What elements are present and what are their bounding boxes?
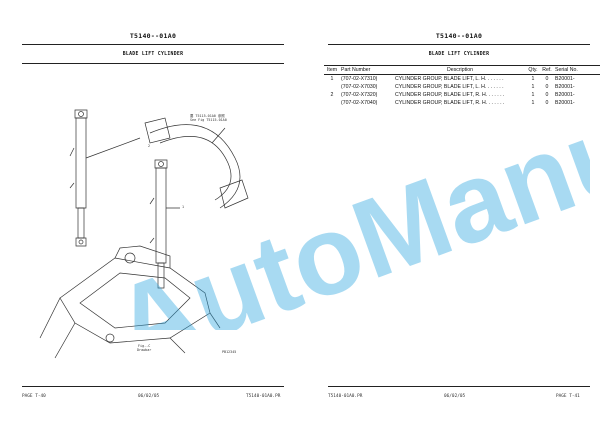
qty: 1 (531, 92, 535, 99)
drawbar-label: Drawbar (137, 348, 152, 353)
serial-no: B20001- (555, 75, 575, 82)
callout-item-2: 2 (148, 144, 151, 148)
left-page: T5140--01A0 BLADE LIFT CYLINDER (22, 32, 284, 399)
item-no (324, 83, 340, 91)
fig-label: Fig--C (138, 344, 151, 348)
col-ref: Ref. (540, 65, 554, 75)
leader-dots: . . . . . . (487, 83, 504, 90)
item-no (324, 99, 340, 107)
table-row: (707-02-X7040) CYLINDER GROUP, BLADE LIF… (324, 99, 600, 107)
right-page: T5140--01A0 BLADE LIFT CYLINDER Item Par… (306, 0, 612, 432)
item-no: 1 (330, 75, 334, 82)
drawing-number: PB12345 (222, 350, 237, 354)
qty: 1 (531, 83, 535, 90)
ref: 0 (545, 83, 549, 90)
leader-dots: . . . . . . (488, 92, 505, 99)
serial-no: B20001- (555, 100, 575, 107)
col-serial: Serial No. (554, 65, 600, 75)
leader-dots: . . . . . . (488, 100, 505, 107)
page-header: T5140--01A0 (129, 32, 177, 40)
table-row: (707-02-X7030) CYLINDER GROUP, BLADE LIF… (324, 83, 600, 91)
col-qty: Qty. (526, 65, 540, 75)
description: CYLINDER GROUP, BLADE LIFT, R. H. . . . … (394, 99, 526, 107)
header-rule (328, 44, 590, 45)
leader-dots: . . . . . . (487, 75, 504, 82)
ref: 0 (545, 100, 549, 107)
parts-table: Item Part Number Description Qty. Ref. S… (324, 65, 600, 107)
parts-table-header: Item Part Number Description Qty. Ref. S… (324, 65, 600, 75)
part-number: (707-02-X7030) (341, 83, 378, 90)
col-description: Description (394, 65, 526, 75)
footer-file: T5140-01A0.PR (328, 394, 363, 399)
description-text: CYLINDER GROUP, BLADE LIFT, L. H. (395, 83, 487, 90)
page-header: T5140--01A0 (435, 32, 483, 40)
section-title: BLADE LIFT CYLINDER (122, 52, 184, 57)
footer-date: 06/02/05 (138, 394, 160, 399)
footer-file: T5140-01A0.PR (246, 394, 281, 399)
see-fig-reference: 要 T5115-01A0 参照 See Fig T5115-01A0 (190, 114, 227, 122)
col-part-number: Part Number (340, 65, 394, 75)
description-text: CYLINDER GROUP, BLADE LIFT, L. H. (395, 75, 487, 82)
part-number: (707-02-X7310) (341, 75, 378, 82)
qty: 1 (531, 100, 535, 107)
table-row: 2 (707-02-X7320) CYLINDER GROUP, BLADE L… (324, 91, 600, 99)
serial-no: B20001- (555, 83, 575, 90)
item-no: 2 (330, 92, 334, 99)
section-title: BLADE LIFT CYLINDER (428, 52, 490, 57)
footer-rule (22, 386, 284, 387)
ref: 0 (545, 75, 549, 82)
header-rule (22, 44, 284, 45)
table-row: 1 (707-02-X7310) CYLINDER GROUP, BLADE L… (324, 74, 600, 83)
qty: 1 (531, 75, 535, 82)
subtitle-rule (22, 63, 284, 64)
description-text: CYLINDER GROUP, BLADE LIFT, R. H. (395, 92, 488, 99)
col-item: Item (324, 65, 340, 75)
see-fig-line-2: See Fig T5115-01A0 (190, 118, 227, 123)
blade-lift-cylinder-drawing (39, 109, 249, 359)
callout-item-1: 1 (182, 205, 185, 209)
footer-page: PAGE T-40 (22, 394, 46, 399)
fig-label-block: Fig--C Drawbar (137, 344, 151, 352)
ref: 0 (545, 92, 549, 99)
footer-rule (328, 386, 590, 387)
description: CYLINDER GROUP, BLADE LIFT, L. H. . . . … (394, 83, 526, 91)
description-text: CYLINDER GROUP, BLADE LIFT, R. H. (395, 100, 488, 107)
description: CYLINDER GROUP, BLADE LIFT, L. H. . . . … (394, 74, 526, 83)
serial-no: B20001- (555, 92, 575, 99)
part-number: (707-02-X7320) (341, 92, 378, 99)
part-number: (707-02-X7040) (341, 100, 378, 107)
description: CYLINDER GROUP, BLADE LIFT, R. H. . . . … (394, 91, 526, 99)
see-fig-line-1: 要 T5115-01A0 参照 (190, 114, 225, 118)
footer-date: 06/02/05 (444, 394, 466, 399)
footer-page: PAGE T-41 (556, 394, 580, 399)
